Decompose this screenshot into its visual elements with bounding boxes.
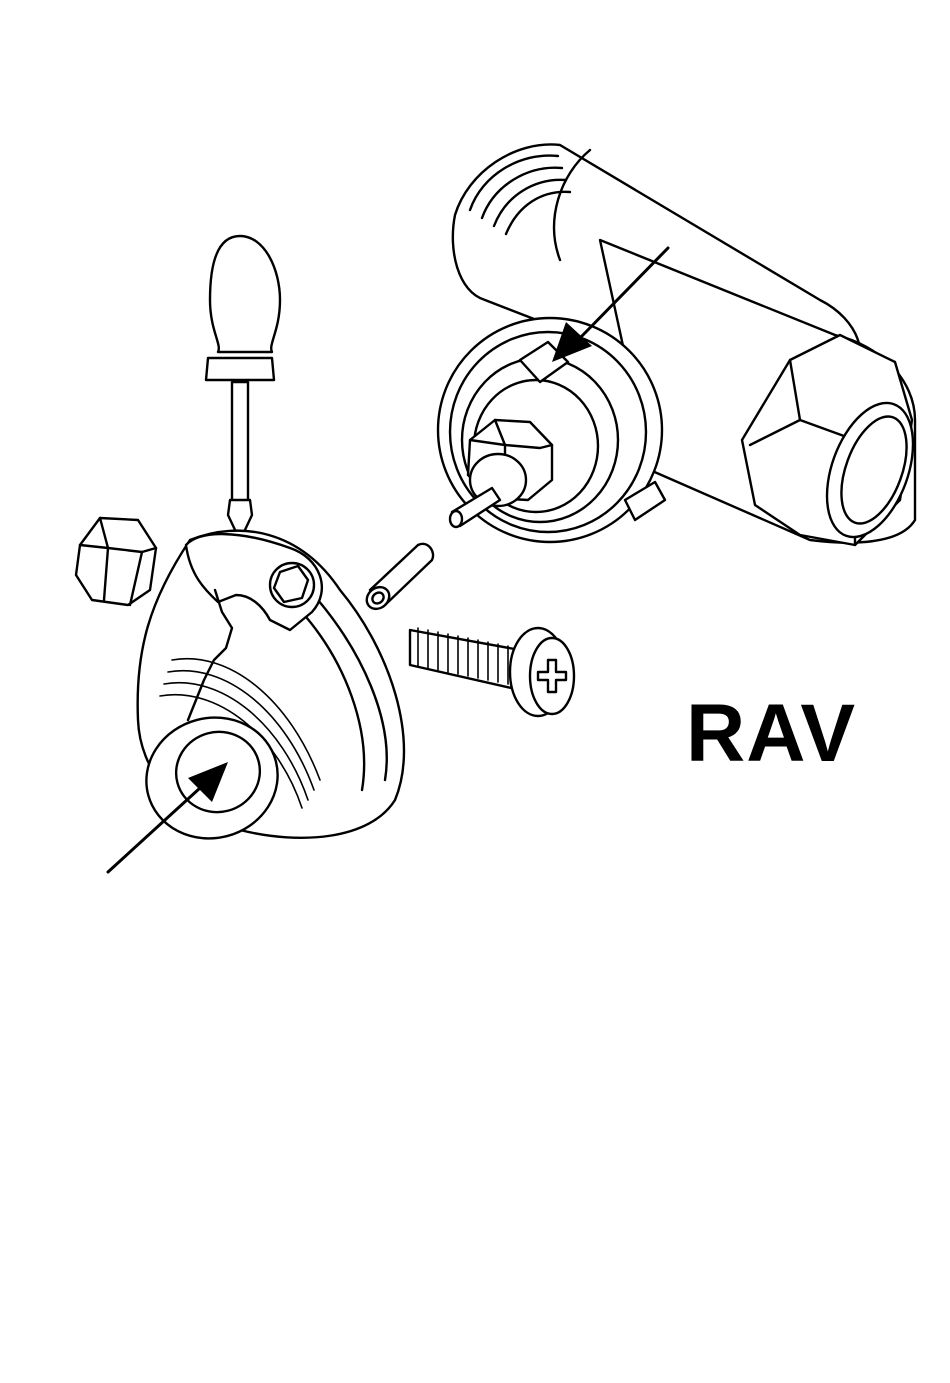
screwdriver-icon: [206, 236, 280, 532]
model-label: RAV: [686, 693, 856, 775]
hex-nut-icon: [76, 518, 156, 605]
valve-body-icon: [438, 144, 930, 548]
adapter-ring-icon: [133, 531, 404, 853]
screw-icon: [410, 628, 574, 716]
pin-icon: [362, 544, 433, 614]
